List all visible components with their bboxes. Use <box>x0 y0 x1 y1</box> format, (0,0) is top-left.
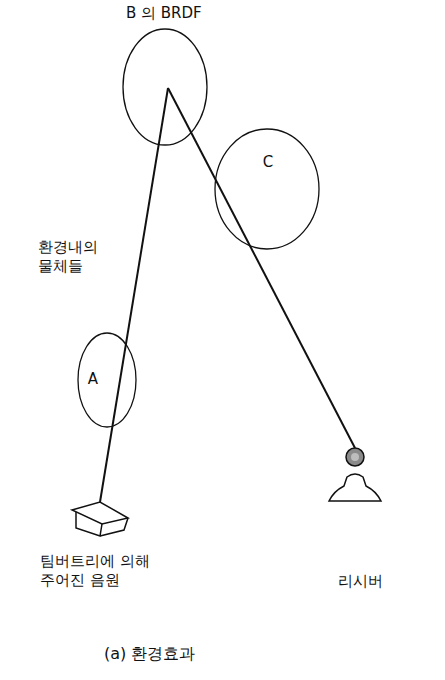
figure-caption: (a) 환경효과 <box>104 644 195 663</box>
sound-source: 팀버트리에 의해 주어진 음원 <box>38 496 166 596</box>
path-line <box>168 88 355 448</box>
brdf-lobe: B 의 BRDF <box>122 28 208 146</box>
source-icon-top <box>72 502 128 524</box>
node-outline <box>77 332 137 428</box>
node-label: A <box>81 370 105 389</box>
receiver: 리시버 <box>325 445 395 595</box>
region-note: 환경내의 물체들 <box>38 238 110 276</box>
node-label: C <box>254 153 282 172</box>
node-label: 팀버트리에 의해 주어진 음원 <box>40 552 164 590</box>
receiver-head-shade <box>351 453 359 461</box>
ellipse-outline <box>78 333 136 427</box>
ellipse-outline <box>123 29 207 145</box>
node-label: B 의 BRDF <box>126 4 202 23</box>
node-label: 리시버 <box>325 572 395 591</box>
receiver-head <box>346 448 364 466</box>
object-region: C <box>214 128 320 250</box>
source-icon-body <box>76 512 128 536</box>
path-line <box>100 88 168 502</box>
receiver-body <box>329 474 381 501</box>
node-outline <box>214 128 320 250</box>
node-outline <box>122 28 208 146</box>
ellipse-outline <box>215 129 319 249</box>
object-region: A <box>77 332 137 428</box>
